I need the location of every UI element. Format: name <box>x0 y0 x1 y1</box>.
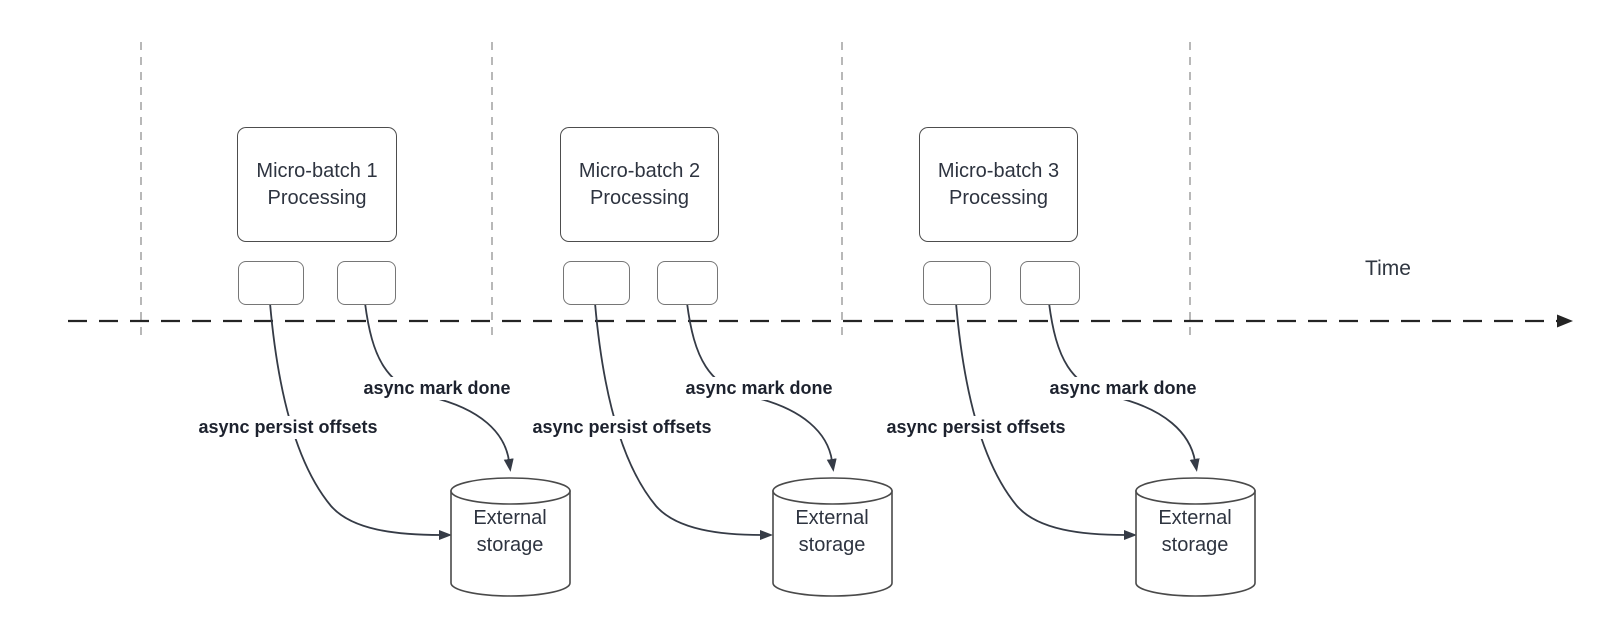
mark-done-task-rect-1 <box>337 261 396 305</box>
external-storage-cylinder-3 <box>1135 477 1256 597</box>
persist-task-rect-2 <box>563 261 630 305</box>
external-storage-label-1: External storage <box>473 507 547 556</box>
micro-batch-2-box: Micro-batch 2 Processing <box>560 127 719 242</box>
micro-batch-1-label: Micro-batch 1 Processing <box>256 159 378 209</box>
persist-task-rect-1 <box>238 261 304 305</box>
async-persist-offsets-label-1: async persist offsets <box>178 416 398 439</box>
async-persist-offsets-label-2: async persist offsets <box>512 416 732 439</box>
async-persist-offsets-arrow-2 <box>594 302 773 540</box>
persist-task-rect-3 <box>923 261 991 305</box>
async-persist-offsets-label-3: async persist offsets <box>866 416 1086 439</box>
async-mark-done-label-2: async mark done <box>649 377 869 400</box>
external-storage-label-2: External storage <box>795 507 869 556</box>
micro-batch-3-box: Micro-batch 3 Processing <box>919 127 1078 242</box>
async-persist-offsets-arrow-3 <box>955 302 1137 540</box>
time-axis-label: Time <box>1365 257 1411 280</box>
external-storage-cylinder-1 <box>450 477 571 597</box>
async-persist-offsets-arrow-1 <box>269 302 452 540</box>
mark-done-task-rect-3 <box>1020 261 1080 305</box>
micro-batch-3-label: Micro-batch 3 Processing <box>937 159 1060 209</box>
external-storage-label-3: External storage <box>1158 507 1232 556</box>
external-storage-cylinder-2 <box>772 477 893 597</box>
micro-batch-1-box: Micro-batch 1 Processing <box>237 127 397 242</box>
async-mark-done-label-3: async mark done <box>1013 377 1233 400</box>
async-mark-done-label-1: async mark done <box>327 377 547 400</box>
micro-batch-2-label: Micro-batch 2 Processing <box>578 159 701 209</box>
mark-done-task-rect-2 <box>657 261 718 305</box>
